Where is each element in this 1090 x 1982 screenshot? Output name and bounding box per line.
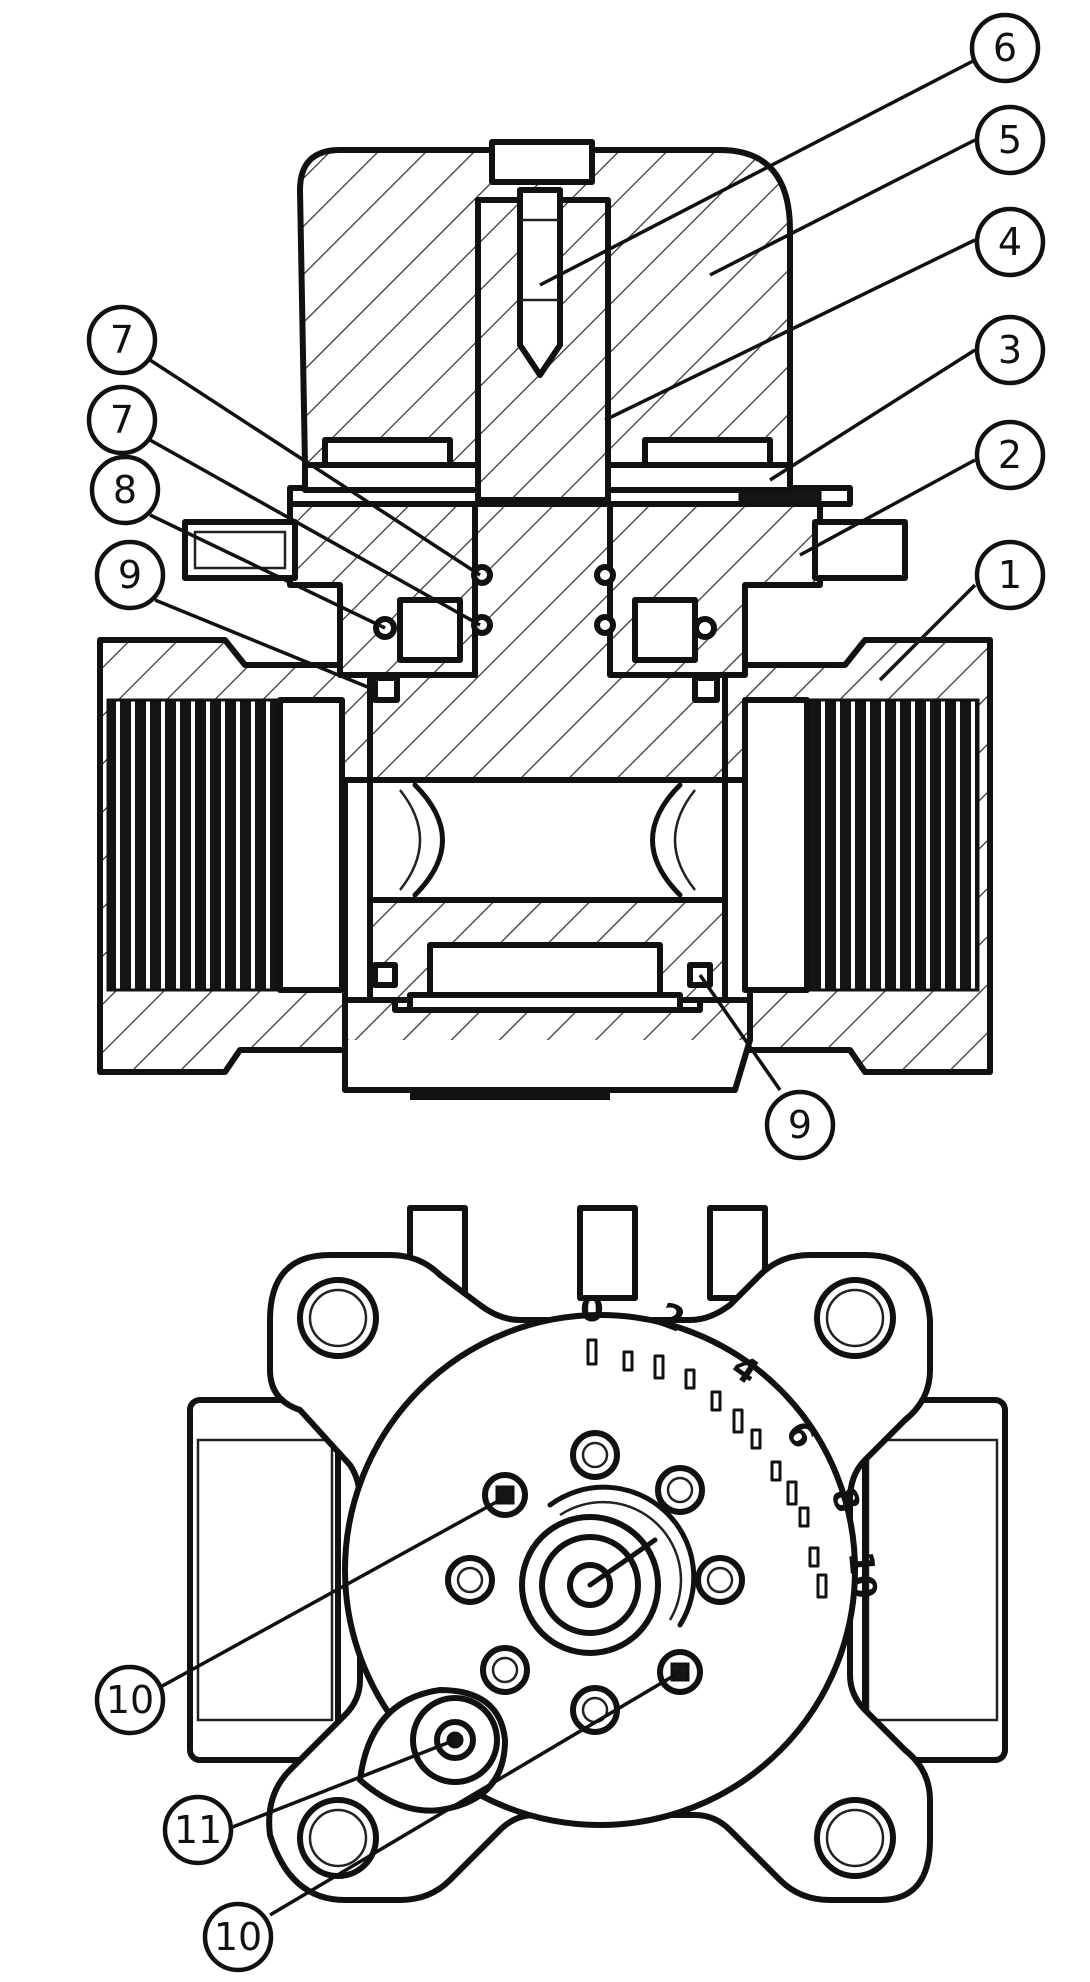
svg-text:10: 10 bbox=[106, 1678, 154, 1722]
svg-text:8: 8 bbox=[113, 468, 137, 512]
port-left bbox=[187, 1397, 343, 1763]
bolt-5 bbox=[480, 1645, 530, 1695]
leader-lines-front bbox=[154, 1498, 681, 1917]
screw bbox=[517, 187, 563, 378]
leader-lines-section bbox=[149, 58, 977, 1091]
callout-6: 6 bbox=[969, 12, 1041, 84]
bolt-6 bbox=[570, 1685, 620, 1735]
svg-text:3: 3 bbox=[998, 328, 1022, 372]
o-ring-4 bbox=[594, 614, 616, 636]
callout-5: 5 bbox=[974, 104, 1046, 176]
screw-10-top-cross bbox=[495, 1485, 515, 1505]
flange-ear-right bbox=[812, 519, 908, 581]
bolt-1-i bbox=[581, 1441, 609, 1469]
svg-text:2: 2 bbox=[998, 433, 1022, 477]
svg-text:7: 7 bbox=[110, 398, 134, 442]
seal-9-left bbox=[372, 675, 400, 703]
ear-hole-bl-inner bbox=[308, 1808, 368, 1868]
rotor-lower-slot bbox=[427, 942, 663, 998]
flange-ear-left-inner bbox=[193, 530, 287, 570]
ear-hole-br bbox=[814, 1797, 896, 1879]
seal-9-right bbox=[692, 675, 720, 703]
callout-4: 4 bbox=[974, 206, 1046, 278]
svg-text:7: 7 bbox=[110, 318, 134, 362]
bolt-1 bbox=[570, 1430, 620, 1480]
svg-text:9: 9 bbox=[788, 1103, 812, 1147]
section-view bbox=[97, 139, 993, 1100]
svg-text:10: 10 bbox=[214, 1915, 262, 1959]
callout-11: 11 bbox=[162, 1794, 234, 1866]
seal-9-bottom-left bbox=[372, 962, 398, 988]
bolt-4-i bbox=[456, 1566, 484, 1594]
ear-hole-bl bbox=[297, 1797, 379, 1879]
bolt-3 bbox=[695, 1555, 745, 1605]
scale-label-0: 0 bbox=[580, 1290, 604, 1330]
hub-pointer bbox=[587, 1537, 658, 1588]
ear-hole-br-inner bbox=[825, 1808, 885, 1868]
svg-text:5: 5 bbox=[998, 118, 1022, 162]
bolt-2 bbox=[655, 1465, 705, 1515]
flange-ear-left bbox=[182, 519, 298, 581]
svg-text:9: 9 bbox=[118, 553, 142, 597]
svg-text:4: 4 bbox=[998, 220, 1022, 264]
hub-arc bbox=[547, 1484, 697, 1628]
valve-body-base bbox=[342, 1039, 753, 1093]
callout-7b: 7 bbox=[86, 384, 158, 456]
base-marking bbox=[410, 1092, 610, 1100]
callout-3: 3 bbox=[974, 314, 1046, 386]
chamber-curve-inner-left bbox=[399, 789, 422, 891]
o-ring-1 bbox=[471, 564, 493, 586]
shaft-top bbox=[489, 139, 595, 185]
chamber-curve-inner-right bbox=[673, 789, 696, 891]
o-ring-6 bbox=[693, 616, 717, 640]
svg-text:11: 11 bbox=[174, 1808, 222, 1852]
front-view: 0 2 4 6 8 10 bbox=[187, 1205, 1008, 1903]
svg-text:6: 6 bbox=[993, 26, 1017, 70]
bolt-2-i bbox=[666, 1476, 694, 1504]
o-ring-3 bbox=[594, 564, 616, 586]
hub-arc-2 bbox=[559, 1500, 683, 1621]
thread-right bbox=[806, 698, 980, 992]
callout-8: 8 bbox=[89, 454, 161, 526]
ear-hole-tr bbox=[814, 1277, 896, 1359]
callout-7a: 7 bbox=[86, 304, 158, 376]
callout-10a: 10 bbox=[94, 1664, 166, 1736]
callout-2: 2 bbox=[974, 419, 1046, 491]
stub-2 bbox=[577, 1205, 638, 1301]
o-ring-2 bbox=[471, 614, 493, 636]
chamber-curve-right bbox=[650, 782, 683, 898]
callout-1: 1 bbox=[974, 539, 1046, 611]
chamber-curve-left bbox=[412, 782, 445, 898]
callout-9b: 9 bbox=[764, 1089, 836, 1161]
callout-10b: 10 bbox=[202, 1901, 274, 1973]
rotor-lower-base bbox=[407, 992, 683, 1013]
scale-ticks bbox=[586, 1338, 828, 1599]
ear-hole-tl bbox=[297, 1277, 379, 1359]
ear-hole-tl-inner bbox=[308, 1288, 368, 1348]
scale-label-10: 10 bbox=[840, 1550, 884, 1601]
bolt-3-i bbox=[706, 1566, 734, 1594]
seal-right bbox=[632, 597, 698, 663]
port-left-inner bbox=[196, 1438, 334, 1722]
flow-chamber bbox=[367, 777, 728, 903]
callout-9a: 9 bbox=[94, 539, 166, 611]
bolt-4 bbox=[445, 1555, 495, 1605]
ear-hole-tr-inner bbox=[825, 1288, 885, 1348]
thread-left bbox=[106, 698, 280, 992]
bore-right bbox=[742, 697, 810, 993]
bore-left bbox=[277, 697, 345, 993]
svg-text:1: 1 bbox=[998, 553, 1022, 597]
bolt-5-i bbox=[491, 1656, 519, 1684]
